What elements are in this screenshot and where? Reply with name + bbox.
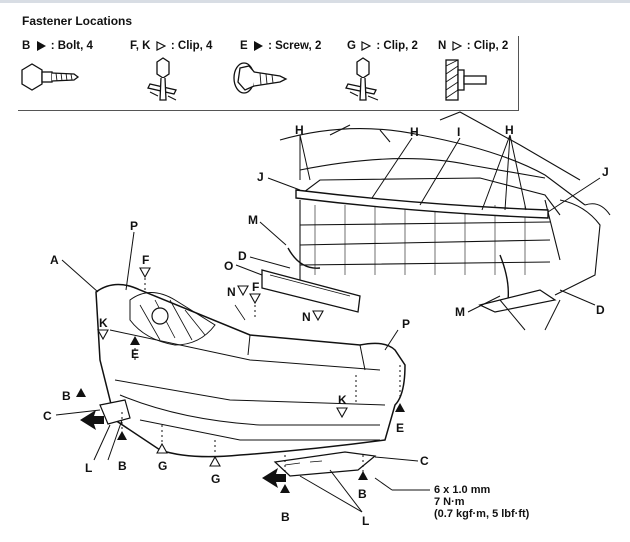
spec-bolt-size: 6 x 1.0 mm bbox=[434, 484, 491, 496]
open-triangle-icon bbox=[361, 40, 372, 51]
callout-p-right: P bbox=[402, 317, 410, 331]
bolt-icon bbox=[21, 63, 80, 91]
svg-text:G: G bbox=[211, 472, 220, 486]
legend-item-clip-g: G : Clip, 2 bbox=[347, 40, 418, 52]
fog-light-harness bbox=[287, 247, 510, 301]
callout-a: A bbox=[50, 253, 59, 267]
svg-text:K: K bbox=[99, 316, 108, 330]
svg-text:F: F bbox=[142, 253, 149, 267]
callout-l-left: L bbox=[85, 461, 92, 475]
spec-torque-alt: (0.7 kgf·m, 5 lbf·ft) bbox=[434, 508, 530, 520]
front-arrow-right bbox=[262, 468, 286, 488]
callout-c-right: C bbox=[420, 454, 429, 468]
marker-e-left: E bbox=[130, 336, 140, 361]
panel-clip-icon bbox=[445, 59, 487, 101]
callout-j-right: J bbox=[602, 165, 609, 179]
lower-bracket-right bbox=[273, 451, 377, 477]
marker-k-right: K bbox=[336, 393, 348, 419]
callout-p-left: P bbox=[130, 219, 138, 233]
legend-item-screw: E : Screw, 2 bbox=[240, 40, 321, 52]
legend-letter: B bbox=[22, 40, 31, 52]
svg-text:N: N bbox=[302, 310, 311, 324]
legend-title: Fastener Locations bbox=[22, 14, 133, 28]
marker-e-right: E bbox=[395, 403, 405, 435]
svg-text:B: B bbox=[62, 389, 71, 403]
leader-lines bbox=[55, 134, 601, 513]
marker-n-left: N bbox=[227, 285, 249, 299]
legend-text: : Clip, 2 bbox=[466, 40, 509, 52]
marker-f-left: F bbox=[139, 253, 151, 279]
marker-g-right: G bbox=[209, 455, 221, 486]
svg-text:E: E bbox=[131, 347, 139, 361]
legend-text: : Screw, 2 bbox=[268, 40, 322, 52]
svg-text:B: B bbox=[281, 510, 290, 524]
legend-text: : Bolt, 4 bbox=[50, 40, 93, 52]
emblem-icon bbox=[151, 307, 169, 325]
callout-o: O bbox=[224, 259, 233, 273]
legend-letter: G bbox=[347, 40, 356, 52]
callout-c-left: C bbox=[43, 409, 52, 423]
legend-item-clip-fk: F, K : Clip, 4 bbox=[130, 40, 212, 52]
marker-f-center: F bbox=[249, 280, 261, 305]
open-triangle-icon bbox=[156, 40, 166, 51]
svg-text:N: N bbox=[227, 285, 236, 299]
callout-l-right: L bbox=[362, 514, 369, 528]
legend-item-bolt: B : Bolt, 4 bbox=[22, 40, 93, 52]
svg-text:G: G bbox=[158, 459, 167, 473]
torque-spec: 6 x 1.0 mm 7 N·m (0.7 kgf·m, 5 lbf·ft) bbox=[434, 484, 529, 520]
front-arrow-left bbox=[80, 410, 104, 430]
callout-i: I bbox=[457, 125, 460, 139]
bumper-cover bbox=[95, 283, 406, 458]
marker-n-right: N bbox=[302, 310, 324, 324]
vehicle-body bbox=[279, 111, 611, 296]
push-clip-icon bbox=[147, 57, 177, 101]
callout-h-center: H bbox=[410, 125, 419, 139]
callout-m-right: M bbox=[455, 305, 465, 319]
svg-text:B: B bbox=[358, 487, 367, 501]
legend-letter: F, K bbox=[130, 40, 151, 52]
callout-h-left: H bbox=[295, 123, 304, 137]
lower-splash-shield bbox=[478, 289, 557, 313]
filled-triangle-icon bbox=[36, 40, 46, 51]
marker-b-left: B bbox=[62, 388, 86, 403]
marker-b-bottom-center: B bbox=[280, 484, 290, 524]
marker-b-bottom-right: B bbox=[358, 471, 368, 501]
marker-k-left: K bbox=[97, 316, 109, 341]
legend-letter: E bbox=[240, 40, 248, 52]
legend-text: : Clip, 4 bbox=[170, 40, 213, 52]
spec-torque-nm: 7 N·m bbox=[434, 496, 465, 508]
bracket-o bbox=[261, 269, 361, 313]
filled-triangle-icon bbox=[253, 40, 263, 51]
svg-text:F: F bbox=[252, 280, 259, 294]
legend-letter: N bbox=[438, 40, 447, 52]
svg-text:B: B bbox=[118, 459, 127, 473]
marker-g-left: G bbox=[156, 442, 168, 473]
callout-d-right: D bbox=[596, 303, 605, 317]
upper-beam bbox=[295, 189, 549, 219]
callout-m-left: M bbox=[248, 213, 258, 227]
legend-text: : Clip, 2 bbox=[376, 40, 418, 52]
callout-h-right: H bbox=[505, 123, 514, 137]
marker-b-bottom-left: B bbox=[117, 431, 127, 473]
svg-text:K: K bbox=[338, 393, 347, 407]
callout-d-left: D bbox=[238, 249, 247, 263]
svg-text:E: E bbox=[396, 421, 404, 435]
screw-icon bbox=[233, 62, 288, 94]
legend-item-clip-n: N : Clip, 2 bbox=[438, 40, 508, 52]
legend-frame bbox=[18, 36, 519, 111]
bumper-details bbox=[109, 292, 386, 441]
top-border bbox=[0, 0, 630, 3]
open-triangle-icon bbox=[451, 40, 462, 51]
callout-j-left: J bbox=[257, 170, 264, 184]
clip-icon bbox=[345, 57, 379, 101]
